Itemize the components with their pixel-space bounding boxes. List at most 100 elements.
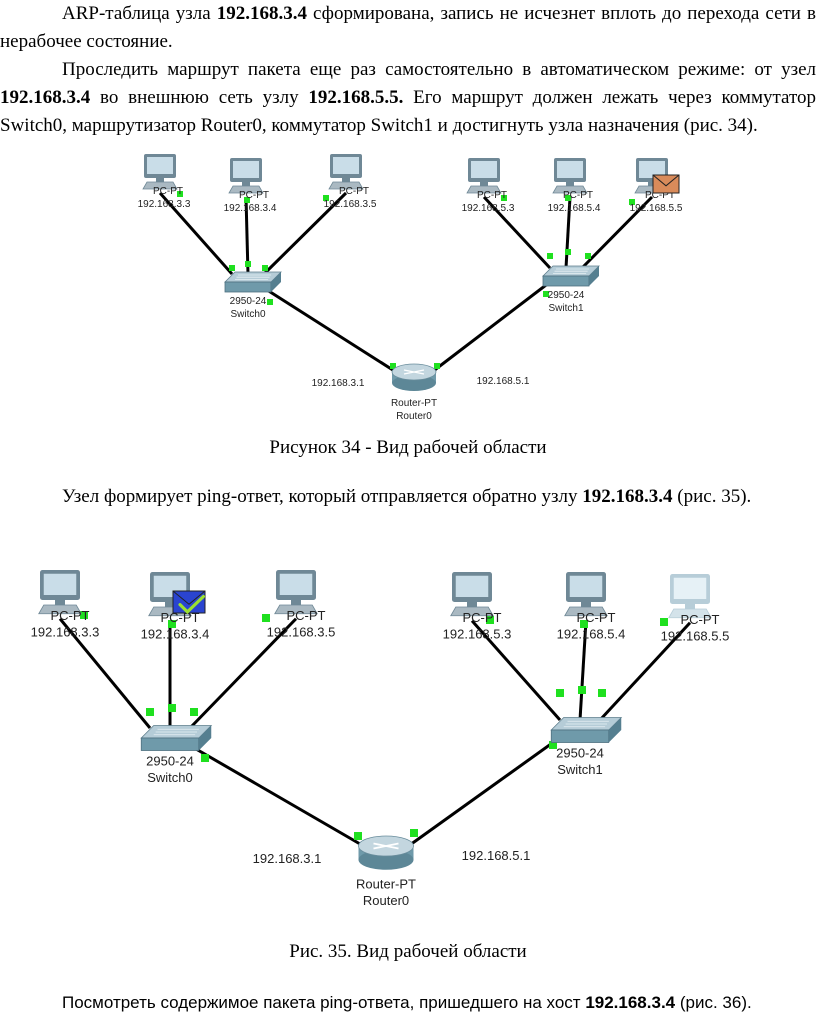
pc-keyboard	[552, 185, 588, 194]
cable	[158, 192, 234, 275]
cable	[580, 195, 654, 270]
paragraph-arp: ARP-таблица узла 192.168.3.4 сформирован…	[0, 0, 816, 56]
pc-screen	[569, 575, 603, 597]
pc-screen	[147, 157, 173, 174]
gateway-label-right: 192.168.5.1	[477, 376, 530, 387]
pc-stand	[566, 182, 574, 186]
text-span: Узел формирует ping-ответ, который отпра…	[62, 486, 583, 507]
link-light	[547, 253, 553, 259]
link-light	[578, 686, 586, 694]
caption-figure-34: Рисунок 34 - Вид рабочей области	[269, 437, 547, 458]
pc-ip-label: 192.168.5.4	[548, 203, 601, 214]
gateway-label-right: 192.168.5.1	[462, 848, 531, 863]
pc-screen	[43, 573, 77, 595]
router-model-label: Router-PT	[356, 877, 416, 892]
pc-ip-label: 192.168.5.5	[661, 628, 730, 643]
cable	[58, 617, 152, 729]
switch-front	[224, 281, 272, 293]
pc-stand	[480, 182, 488, 186]
pc-ip-label: 192.168.5.3	[443, 626, 512, 641]
figure-35-network-diagram: PC-PT192.168.3.3PC-PT192.168.3.4PC-PT192…	[31, 570, 730, 908]
switch-name-label: Switch0	[147, 770, 193, 785]
link-light	[244, 197, 250, 203]
pc-screen	[471, 161, 497, 178]
pc-screen	[673, 577, 707, 599]
envelope-flap	[172, 590, 206, 605]
gateway-label-left: 192.168.3.1	[312, 378, 365, 389]
link-light	[354, 832, 362, 840]
switch-name-label: Switch1	[557, 762, 603, 777]
pc-ip-label: 192.168.3.4	[224, 203, 277, 214]
link-light	[245, 261, 251, 267]
cable	[431, 280, 551, 374]
pc-type-label: PC-PT	[153, 186, 183, 197]
pc-keyboard	[466, 185, 502, 194]
switch-model-label: 2950-24	[230, 296, 267, 307]
text-span: (рис. 36).	[675, 993, 752, 1012]
switch-model-label: 2950-24	[548, 290, 585, 301]
paragraph-packet-contents: Посмотреть содержимое пакета ping-ответа…	[62, 993, 752, 1013]
link-light	[267, 299, 273, 305]
text-span: сформирована, запись не исчезнет вплоть …	[0, 3, 816, 52]
link-light	[168, 620, 176, 628]
link-light	[434, 363, 440, 369]
text-span: (рис. 35).	[672, 486, 752, 507]
text-span: Его маршрут должен лежать через коммутат…	[0, 87, 816, 136]
cable	[564, 196, 572, 269]
switch-front	[550, 729, 610, 743]
router-arrows	[373, 842, 399, 850]
pc-type-label: PC-PT	[51, 608, 90, 623]
pc-screen	[333, 157, 359, 174]
pc-type-label: PC-PT	[681, 612, 720, 627]
switch-side	[271, 272, 281, 292]
link-light	[629, 199, 635, 205]
cable	[263, 286, 397, 374]
switch-model-label: 2950-24	[146, 754, 194, 769]
switch-name-label: Switch1	[548, 303, 583, 314]
pc-keyboard	[668, 608, 712, 619]
paragraph-route: Проследить маршрут пакета еще раз самост…	[0, 56, 816, 140]
link-light	[660, 618, 668, 626]
gateway-label-left: 192.168.3.1	[253, 851, 322, 866]
pc-type-label: PC-PT	[645, 190, 675, 201]
ip-bold: 192.168.3.4	[0, 87, 91, 108]
pc-keyboard	[564, 606, 608, 617]
pc-type-label: PC-PT	[161, 610, 200, 625]
cable	[598, 621, 692, 722]
pc-screen	[233, 161, 259, 178]
link-light	[549, 741, 557, 749]
text-span: во внешнюю сеть узлу	[90, 87, 309, 108]
pc-type-label: PC-PT	[563, 190, 593, 201]
link-light	[501, 195, 507, 201]
link-light	[565, 249, 571, 255]
ip-bold: 192.168.3.4	[585, 993, 676, 1012]
link-light	[168, 704, 176, 712]
pc-keyboard	[450, 606, 494, 617]
pc-keyboard	[142, 181, 178, 190]
pc-type-label: PC-PT	[339, 186, 369, 197]
envelope-icon	[652, 174, 680, 194]
pc-type-label: PC-PT	[463, 610, 502, 625]
pc-keyboard	[328, 181, 364, 190]
pc-stand	[291, 600, 301, 605]
pc-keyboard	[228, 185, 264, 194]
router-name-label: Router0	[396, 411, 432, 422]
link-light	[543, 291, 549, 297]
switch-side	[198, 725, 212, 751]
link-light	[486, 616, 494, 624]
pc-stand	[55, 600, 65, 605]
link-light	[390, 363, 396, 369]
cable	[470, 619, 562, 721]
pc-type-label: PC-PT	[239, 190, 269, 201]
cable	[578, 620, 588, 721]
switch-model-label: 2950-24	[556, 746, 604, 761]
pc-ip-label: 192.168.5.4	[557, 626, 626, 641]
pc-keyboard	[274, 604, 318, 615]
cable	[482, 195, 552, 270]
link-light	[229, 265, 235, 271]
pc-ip-label: 192.168.3.3	[31, 624, 100, 639]
pc-stand	[685, 604, 695, 609]
link-light	[262, 614, 270, 622]
ip-bold: 192.168.3.4	[582, 486, 673, 507]
pc-ip-label: 192.168.3.3	[138, 199, 191, 210]
